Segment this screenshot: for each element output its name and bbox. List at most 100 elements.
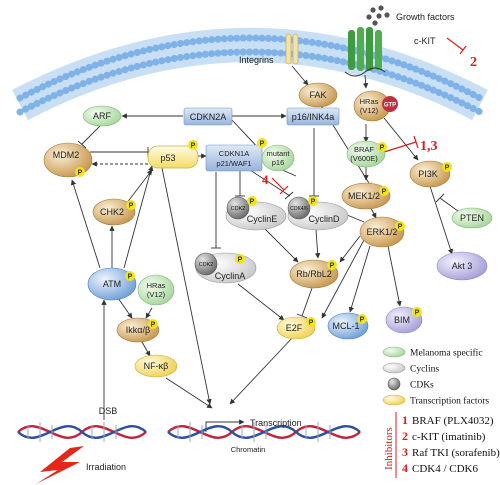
svg-text:CyclinD: CyclinD <box>308 214 340 224</box>
node-hras-2: HRas (V12) <box>137 274 175 306</box>
node-cdk46: CDK4/6 <box>287 196 311 220</box>
legend-item-cyclins: Cyclins <box>382 362 439 375</box>
phospho-cdkn1a: P <box>257 138 267 148</box>
phospho-tags: P P P P P P P P P P P P P P P P P <box>75 138 452 329</box>
node-arf: ARF <box>82 105 122 127</box>
lightning-bolt-icon <box>36 446 84 484</box>
node-cdkn2a: CDKN2A <box>183 107 233 126</box>
svg-text:MDM2: MDM2 <box>53 150 80 160</box>
pathway-edges: MDM2 dashed --> <box>70 65 463 432</box>
node-erk: ERK1/2 <box>359 216 405 248</box>
svg-text:CDKN1A: CDKN1A <box>219 149 249 158</box>
svg-text:P: P <box>129 203 134 210</box>
svg-text:NF-κβ: NF-κβ <box>144 361 169 371</box>
node-cdkn1a: CDKN1A p21/WAF1 <box>205 144 263 172</box>
svg-text:Rb/RbL2: Rb/RbL2 <box>296 269 332 279</box>
svg-text:p53: p53 <box>160 153 175 163</box>
node-cdk2-a: CDK2 <box>194 252 218 276</box>
svg-text:P: P <box>360 317 365 324</box>
phospho-braf: P <box>377 142 387 152</box>
phospho-chk2: P <box>126 200 136 210</box>
inhibitor-marker-13: 1,3 <box>420 139 438 154</box>
svg-text:P: P <box>311 199 316 206</box>
svg-text:P: P <box>78 170 83 177</box>
svg-text:4: 4 <box>402 461 408 475</box>
svg-text:CDK4 / CDK6: CDK4 / CDK6 <box>412 463 479 475</box>
node-nfkb: NF-κβ <box>134 354 178 378</box>
svg-text:ARF: ARF <box>93 111 112 121</box>
node-pten: PTEN <box>451 207 493 229</box>
svg-text:P: P <box>398 224 403 231</box>
svg-text:MCL-1: MCL-1 <box>332 321 359 331</box>
svg-text:2: 2 <box>402 429 408 443</box>
svg-text:(V12): (V12) <box>360 106 379 115</box>
node-mutant-p16: mutant p16 <box>261 144 295 172</box>
inhibitors-title: Inhibitors <box>383 427 395 470</box>
svg-text:Melanoma specific: Melanoma specific <box>410 348 483 359</box>
svg-text:BRAF: BRAF <box>354 145 374 154</box>
phospho-atm: P <box>125 271 135 281</box>
svg-text:c-KIT (imatinib): c-KIT (imatinib) <box>412 431 486 443</box>
svg-text:CDK2: CDK2 <box>231 206 246 212</box>
svg-text:P: P <box>250 199 255 206</box>
integrins-label: Integrins <box>239 55 274 65</box>
svg-text:ERK1/2: ERK1/2 <box>366 227 397 237</box>
phospho-p53: P <box>188 140 198 150</box>
node-gtp: GTP <box>382 96 398 112</box>
svg-text:GTP: GTP <box>384 103 396 109</box>
svg-text:BRAF (PLX4032): BRAF (PLX4032) <box>412 415 494 427</box>
phospho-erk: P <box>395 221 405 231</box>
phospho-bim: P <box>412 307 422 317</box>
node-fak: FAK <box>298 82 338 108</box>
dna-helix-right <box>167 422 361 442</box>
svg-text:P: P <box>330 263 335 270</box>
svg-text:P: P <box>415 310 420 317</box>
svg-text:P: P <box>128 274 133 281</box>
svg-text:P: P <box>260 141 265 148</box>
svg-text:p16/INK4a: p16/INK4a <box>292 112 335 122</box>
svg-text:CHK2: CHK2 <box>100 207 124 217</box>
svg-text:ATM: ATM <box>103 279 121 289</box>
svg-text:CDKs: CDKs <box>410 381 434 391</box>
svg-text:P: P <box>382 189 387 196</box>
node-p16-ink4a: p16/INK4a <box>286 107 340 126</box>
svg-text:PTEN: PTEN <box>460 213 484 223</box>
svg-text:3: 3 <box>402 445 408 459</box>
svg-text:CyclinA: CyclinA <box>215 271 246 281</box>
legend: Melanoma specific Cyclins CDKs Transcrip… <box>382 346 489 407</box>
dsb-label: DSB <box>99 406 118 416</box>
svg-text:E2F: E2F <box>286 323 303 333</box>
svg-text:Cyclins: Cyclins <box>410 365 439 375</box>
integrin-receptor <box>285 33 299 65</box>
chromatin-label: Chromatin <box>231 445 266 454</box>
svg-text:P: P <box>445 165 450 172</box>
phospho-mdm2: P <box>75 167 85 177</box>
svg-text:mutant: mutant <box>267 149 291 158</box>
node-p53: p53 <box>147 145 199 169</box>
svg-text:(V600E): (V600E) <box>350 154 378 163</box>
node-cdk2-e: CDK2 <box>226 196 250 220</box>
svg-text:Transcription factors: Transcription factors <box>410 396 489 407</box>
svg-text:P: P <box>151 322 156 329</box>
inhibitor-item-3: 3 Raf TKI (sorafenib) <box>402 445 500 459</box>
node-rb: Rb/RbL2 <box>289 259 339 289</box>
growth-factor-dots <box>366 5 390 26</box>
inhibitor-marker-2: 2 <box>470 55 477 70</box>
svg-text:Raf TKI (sorafenib): Raf TKI (sorafenib) <box>412 447 500 459</box>
node-atm: ATM <box>87 267 137 301</box>
svg-text:p16: p16 <box>272 158 285 167</box>
node-pi3k: PI3K <box>409 160 451 188</box>
svg-text:CDK4/6: CDK4/6 <box>290 206 308 212</box>
svg-text:Ikkα/β: Ikkα/β <box>126 325 150 335</box>
svg-text:CDKN2A: CDKN2A <box>190 112 227 122</box>
phospho-mek: P <box>379 186 389 196</box>
inhibitor-item-2: 2 c-KIT (imatinib) <box>402 429 486 443</box>
transcription-label: Transcription <box>250 418 302 428</box>
phospho-e2f: P <box>306 317 316 327</box>
legend-item-cdks: CDKs <box>387 377 434 391</box>
svg-text:P: P <box>309 320 314 327</box>
svg-text:HRas: HRas <box>147 281 166 290</box>
c-kit-label: c-KIT <box>414 36 436 46</box>
